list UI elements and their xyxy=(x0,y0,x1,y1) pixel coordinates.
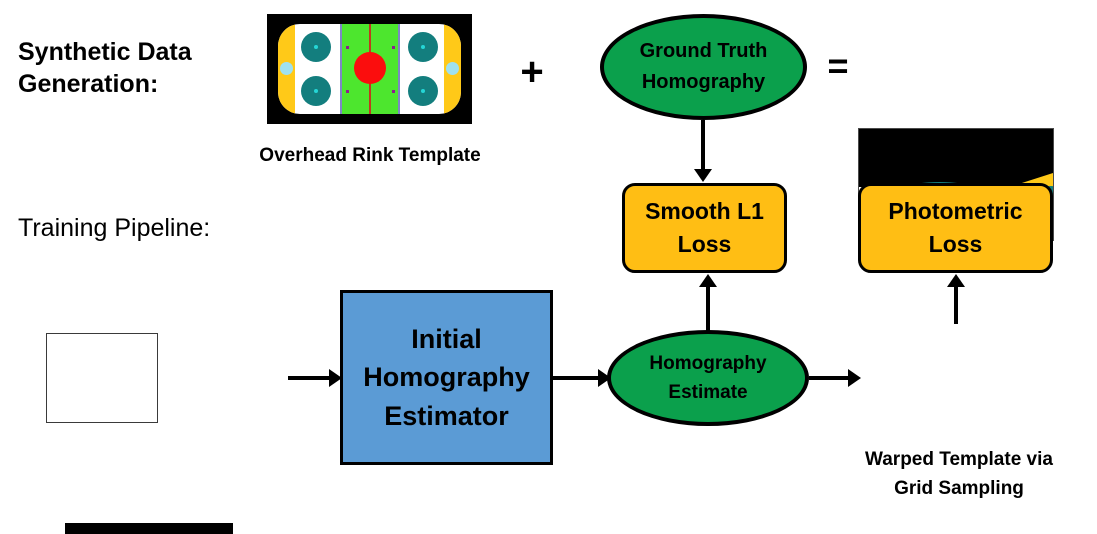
faceoff-dot-icon xyxy=(314,89,318,93)
rink-bench-marker-right xyxy=(446,62,459,75)
rink-bench-marker-left xyxy=(280,62,293,75)
rink-center-circle xyxy=(354,52,386,84)
node-initial-homography-estimator[interactable]: Initial Homography Estimator xyxy=(340,290,553,465)
rink-surface xyxy=(278,24,461,114)
arrow-input-to-estimator xyxy=(288,368,342,388)
caption-overhead-rink-template: Overhead Rink Template xyxy=(259,145,481,166)
equals-operator: = xyxy=(827,45,849,86)
rink-neutral-dot xyxy=(346,90,349,93)
arrow-ground-truth-to-smooth-l1 xyxy=(693,120,713,182)
arrow-estimate-to-smooth-l1 xyxy=(698,274,718,332)
node-smooth-l1-loss[interactable]: Smooth L1 Loss xyxy=(622,183,787,273)
arrow-warped-template-to-photometric-loss xyxy=(946,274,966,324)
rink-faceoff-circle-top-left xyxy=(301,32,331,62)
section-label-synthetic-data-generation: Synthetic Data Generation: xyxy=(18,38,192,98)
rink-blue-line-right xyxy=(398,24,400,114)
input-image-stack-warped-card xyxy=(65,523,233,534)
rink-blue-line-left xyxy=(340,24,342,114)
warp-black-region xyxy=(65,523,233,534)
plus-operator: + xyxy=(520,50,544,94)
rink-faceoff-circle-bottom-left xyxy=(301,76,331,106)
overhead-rink-template-image xyxy=(267,14,472,124)
caption-warped-template: Warped Template via Grid Sampling xyxy=(865,449,1053,499)
rink-neutral-dot xyxy=(392,90,395,93)
rink-neutral-dot xyxy=(392,46,395,49)
input-image-stack-back-card xyxy=(46,333,158,423)
node-homography-estimate[interactable]: Homography Estimate xyxy=(607,330,809,426)
rink-faceoff-circle-bottom-right xyxy=(408,76,438,106)
arrow-synthetic-image-to-photometric-loss xyxy=(946,131,966,182)
arrow-estimate-to-warped-template xyxy=(809,368,861,388)
section-label-training-pipeline: Training Pipeline: xyxy=(18,214,211,242)
faceoff-dot-icon xyxy=(421,45,425,49)
arrow-estimator-to-estimate xyxy=(553,368,611,388)
node-photometric-loss[interactable]: Photometric Loss xyxy=(858,183,1053,273)
faceoff-dot-icon xyxy=(421,89,425,93)
faceoff-dot-icon xyxy=(314,45,318,49)
rink-faceoff-circle-top-right xyxy=(408,32,438,62)
rink-neutral-dot xyxy=(346,46,349,49)
node-ground-truth-homography[interactable]: Ground Truth Homography xyxy=(600,14,807,120)
